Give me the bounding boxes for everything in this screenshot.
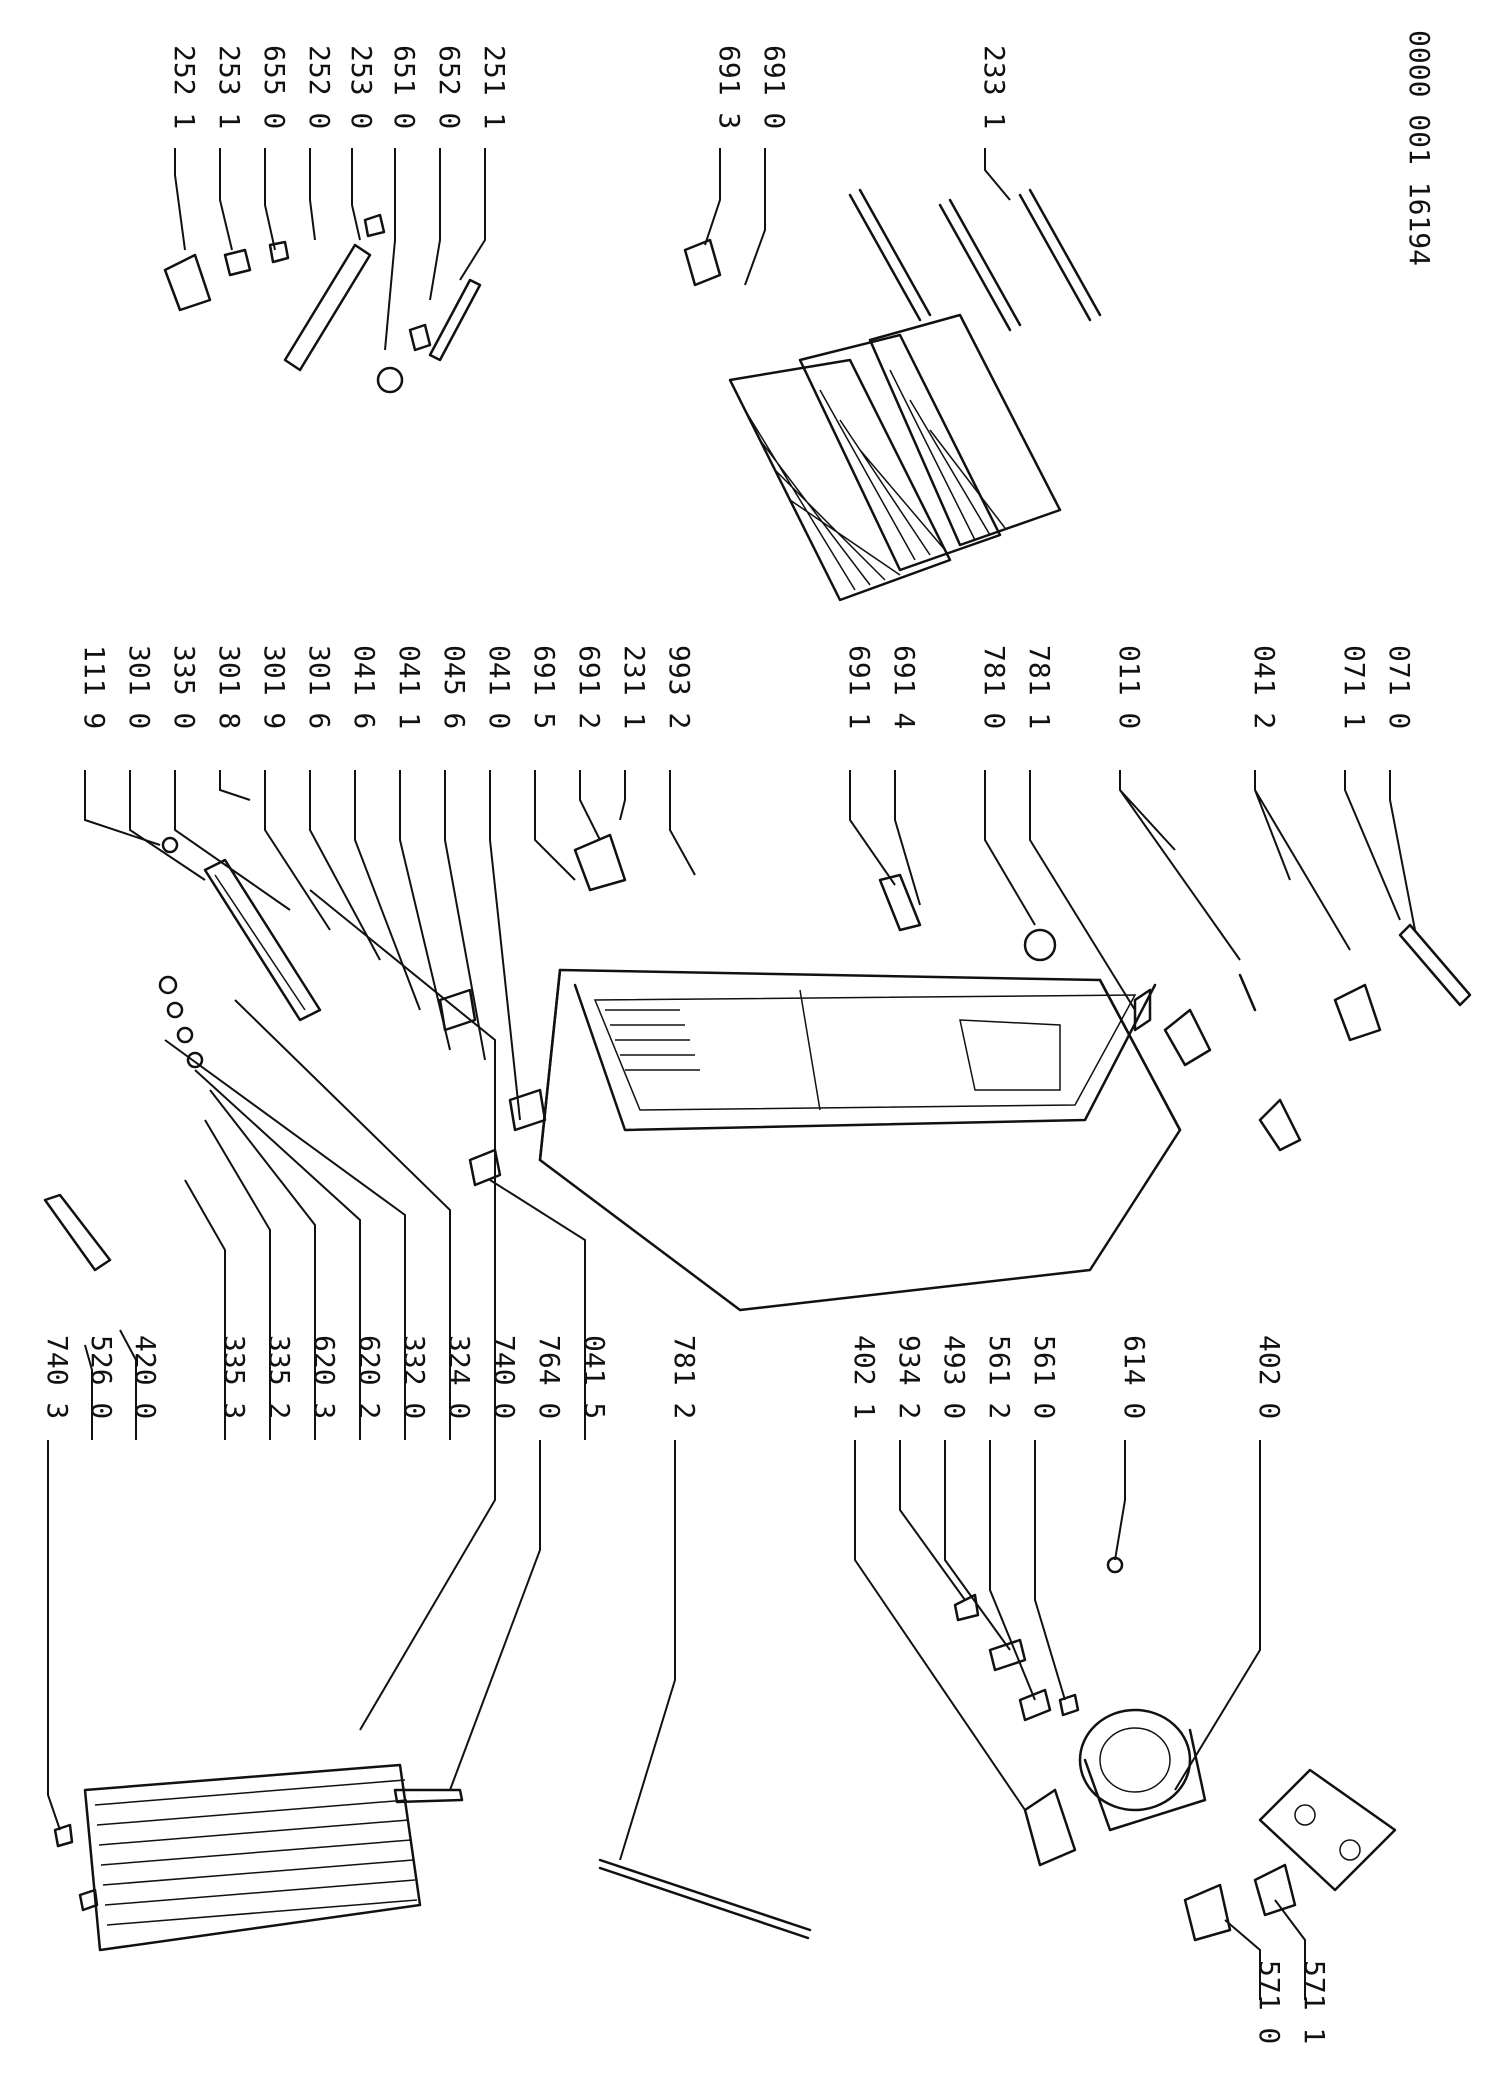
part-label: 253 1 xyxy=(213,45,246,129)
part-label: 655 0 xyxy=(258,45,291,129)
upper-door-parts xyxy=(163,213,722,394)
part-label: 301 8 xyxy=(213,645,246,729)
part-label: 691 2 xyxy=(573,645,606,729)
part-label: 011 0 xyxy=(1113,645,1146,729)
part-label: 652 0 xyxy=(433,45,466,129)
part-label: 493 0 xyxy=(938,1335,971,1419)
part-label: 233 1 xyxy=(978,45,1011,129)
leader-lines xyxy=(47,148,1416,2000)
part-label: 561 0 xyxy=(1028,1335,1061,1419)
part-label: 071 0 xyxy=(1383,645,1416,729)
part-label: 651 0 xyxy=(388,45,421,129)
part-label: 332 0 xyxy=(398,1335,431,1419)
part-label: 335 2 xyxy=(263,1335,296,1419)
document-code: 0000 001 16194 xyxy=(1403,30,1436,266)
part-label: 526 0 xyxy=(85,1335,118,1419)
door-shelf-rails xyxy=(848,188,1102,332)
part-label: 301 0 xyxy=(123,645,156,729)
part-label: 041 5 xyxy=(578,1335,611,1419)
part-label: 301 6 xyxy=(303,645,336,729)
part-label: 561 2 xyxy=(983,1335,1016,1419)
part-label: 691 4 xyxy=(888,645,921,729)
part-label: 301 9 xyxy=(258,645,291,729)
part-label: 691 5 xyxy=(528,645,561,729)
part-label: 402 0 xyxy=(1253,1335,1286,1419)
misc-small-parts xyxy=(438,833,1472,1942)
part-label: 781 1 xyxy=(1023,645,1056,729)
compressor-plate xyxy=(1258,1768,1397,1892)
part-label: 614 0 xyxy=(1118,1335,1151,1419)
part-label: 045 6 xyxy=(438,645,471,729)
part-label: 740 3 xyxy=(41,1335,74,1419)
part-label: 253 0 xyxy=(345,45,378,129)
part-label: 324 0 xyxy=(443,1335,476,1419)
part-label: 251 1 xyxy=(478,45,511,129)
control-panel xyxy=(43,836,322,1272)
part-label: 402 1 xyxy=(848,1335,881,1419)
part-label: 571 0 xyxy=(1253,1960,1286,2044)
evaporator-coil xyxy=(53,1763,464,1952)
part-label: 335 3 xyxy=(218,1335,251,1419)
part-label: 420 0 xyxy=(129,1335,162,1419)
part-label: 691 3 xyxy=(713,45,746,129)
part-label: 071 1 xyxy=(1338,645,1371,729)
condenser-tube xyxy=(598,1858,812,1940)
part-label: 620 3 xyxy=(308,1335,341,1419)
part-label: 781 2 xyxy=(668,1335,701,1419)
part-label: 252 0 xyxy=(303,45,336,129)
part-label: 620 2 xyxy=(353,1335,386,1419)
part-label: 041 1 xyxy=(393,645,426,729)
part-label: 041 2 xyxy=(1248,645,1281,729)
part-label: 571 1 xyxy=(1298,1960,1331,2044)
wire-shelves xyxy=(728,313,1062,602)
part-label: 111 9 xyxy=(78,645,111,729)
part-label: 740 0 xyxy=(488,1335,521,1419)
part-label: 252 1 xyxy=(168,45,201,129)
part-label: 231 1 xyxy=(618,645,651,729)
part-label: 041 6 xyxy=(348,645,381,729)
compressor xyxy=(1023,1708,1207,1867)
part-label: 764 0 xyxy=(533,1335,566,1419)
part-label: 691 1 xyxy=(843,645,876,729)
part-label: 041 0 xyxy=(483,645,516,729)
part-label: 934 2 xyxy=(893,1335,926,1419)
part-label: 335 0 xyxy=(168,645,201,729)
part-label: 691 0 xyxy=(758,45,791,129)
part-labels: 252 1 253 1 655 0 252 0 253 0 651 0 652 … xyxy=(41,30,1436,2044)
cabinet-body xyxy=(538,968,1182,1312)
part-label: 781 0 xyxy=(978,645,1011,729)
part-label: 993 2 xyxy=(663,645,696,729)
